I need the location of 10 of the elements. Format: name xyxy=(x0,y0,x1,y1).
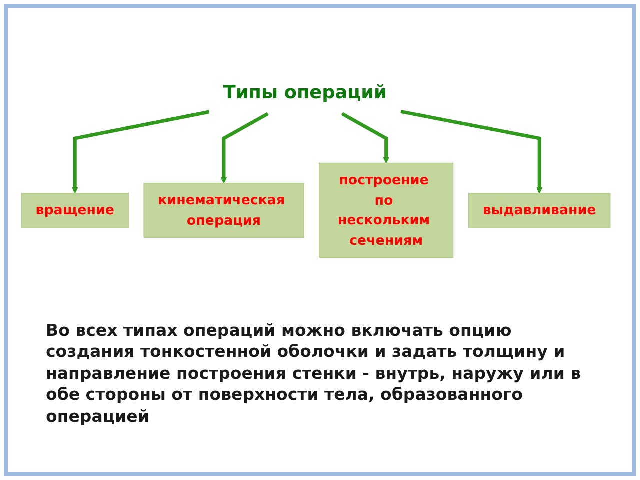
node-box: построение по нескольким сечениям xyxy=(319,162,454,258)
arrow xyxy=(400,110,543,194)
arrow xyxy=(220,112,269,184)
node-box: вращение xyxy=(21,193,129,228)
arrow xyxy=(72,110,210,194)
arrow xyxy=(341,112,390,164)
node-text: Типы операций xyxy=(223,82,387,104)
note-text: Во всех типах операций можно включать опцию создания тонкостенной оболочки и задать толщину и направление построения стенки - внутрь, наружу или в обе стороны от поверхности тела, образованного операцией xyxy=(46,320,582,428)
node-box: кинематическая операция xyxy=(144,182,304,238)
node-box: выдавливание xyxy=(468,193,611,228)
